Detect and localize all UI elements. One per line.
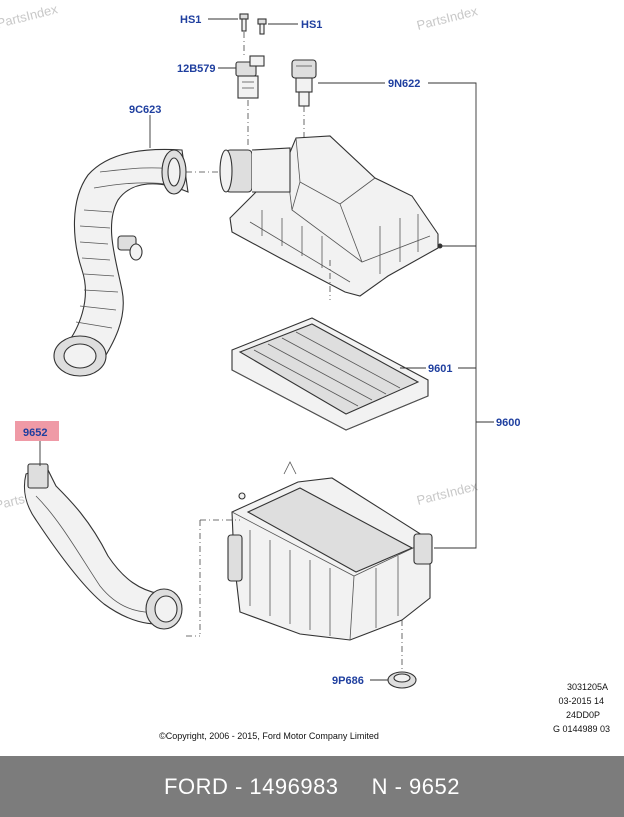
meta-line: 3031205A: [567, 682, 608, 692]
callout-9601[interactable]: 9601: [428, 363, 452, 375]
watermark: PartsIndex: [415, 3, 479, 33]
meta-line: 24DD0P: [566, 710, 600, 720]
meta-line: 03-2015 14: [558, 696, 604, 706]
valve-9n622[interactable]: [291, 59, 317, 107]
grommet-9p686[interactable]: [387, 671, 417, 689]
watermark: PartsIndex: [0, 1, 60, 31]
screw-hs1-right[interactable]: [257, 18, 267, 35]
callout-9600[interactable]: 9600: [496, 417, 520, 429]
part-number-label: FORD - 1496983 N - 9652: [164, 773, 460, 799]
intake-hose-9c623[interactable]: [53, 148, 189, 377]
intake-duct-9652[interactable]: [23, 463, 183, 630]
callout-hs1-left[interactable]: HS1: [180, 14, 201, 26]
callout-9c623[interactable]: 9C623: [129, 104, 161, 116]
copyright-text: ©Copyright, 2006 - 2015, Ford Motor Comp…: [159, 731, 379, 741]
watermark: PartsIndex: [415, 478, 479, 508]
air-cleaner-housing[interactable]: [227, 461, 433, 641]
callout-12b579[interactable]: 12B579: [177, 63, 216, 75]
exploded-parts-diagram: PartsIndex PartsIndex PartsIndex PartsIn…: [0, 1, 610, 741]
callout-hs1-right[interactable]: HS1: [301, 19, 322, 31]
screw-hs1-left[interactable]: [239, 13, 249, 32]
highlight-box: [15, 421, 59, 441]
callout-9n622[interactable]: 9N622: [388, 78, 420, 90]
air-cleaner-cover[interactable]: [219, 135, 443, 297]
air-filter-9601[interactable]: [231, 317, 429, 431]
callout-9p686[interactable]: 9P686: [332, 675, 364, 687]
callout-9652[interactable]: 9652: [23, 427, 47, 439]
maf-sensor-12b579[interactable]: [235, 55, 265, 99]
part-footer-bar: FORD - 1496983 N - 9652: [0, 756, 624, 817]
meta-line: G 0144989 03: [553, 724, 610, 734]
diagram-meta-block: 3031205A 03-2015 14 24DD0P G 0144989 03: [553, 682, 610, 734]
